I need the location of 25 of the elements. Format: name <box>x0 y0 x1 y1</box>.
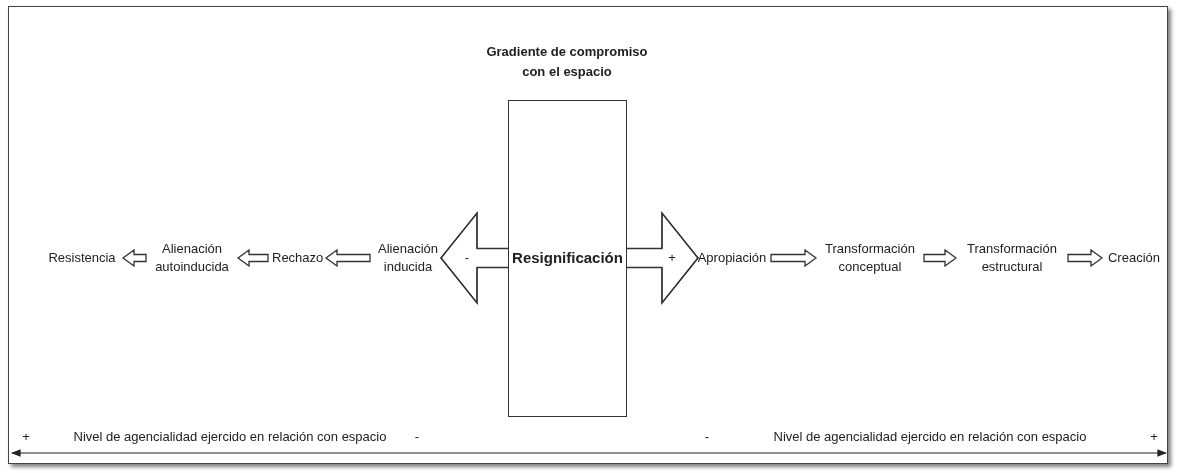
stage-label: Alienación autoinducida <box>150 240 234 276</box>
stage-label: Apropiación <box>697 249 767 267</box>
hollow-arrow <box>121 248 147 268</box>
stage-label: Transformación estructural <box>960 240 1064 276</box>
axis-label: Nivel de agencialidad ejercido en relación con espacio <box>72 428 388 446</box>
sign-label: + <box>1149 428 1159 446</box>
hollow-arrow <box>923 248 958 268</box>
stage-label: Resistencia <box>45 249 119 267</box>
sign-label: + <box>21 428 31 446</box>
sign-label: - <box>703 428 711 446</box>
stage-label: Rechazo <box>272 249 322 267</box>
sign-label: + <box>667 249 677 267</box>
stage-label: Transformación conceptual <box>820 240 920 276</box>
stage-label: Alienación inducida <box>374 240 442 276</box>
axis-label: Nivel de agencialidad ejercido en relación con espacio <box>772 428 1088 446</box>
hollow-arrow <box>1067 248 1104 268</box>
hollow-arrow <box>324 248 371 268</box>
hollow-arrow <box>236 248 269 268</box>
stage-label: Creación <box>1106 249 1162 267</box>
gradient-box <box>508 100 627 417</box>
sign-label: - <box>463 249 471 267</box>
heading: Gradiente de compromiso con el espacio <box>485 43 649 81</box>
hollow-arrow <box>770 248 818 268</box>
center-label: Resignificación <box>512 248 623 269</box>
sign-label: - <box>413 428 421 446</box>
